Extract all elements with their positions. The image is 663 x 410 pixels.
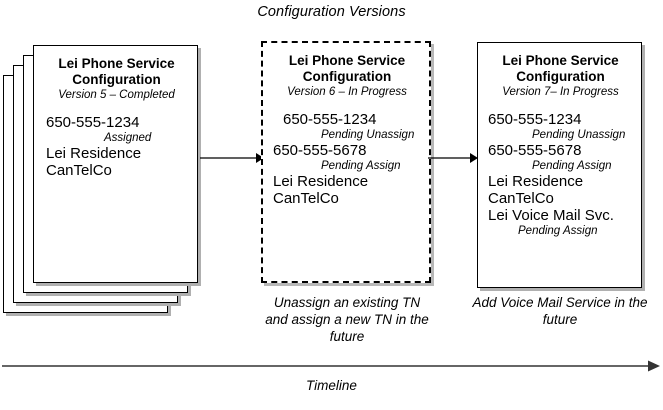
- line-item: Pending Assign: [321, 160, 401, 172]
- card-body: 650-555-1234 Pending Unassign 650-555-56…: [273, 111, 421, 207]
- line-item: Lei Residence: [273, 173, 369, 190]
- card-title-line1: Lei Phone Service: [288, 53, 406, 68]
- card-title-line2: Configuration: [302, 69, 392, 84]
- line-item: Pending Unassign: [532, 129, 626, 141]
- config-card-version-7[interactable]: Lei Phone Service Configuration Version …: [477, 42, 642, 288]
- card-content: Lei Phone Service Configuration Version …: [263, 43, 429, 207]
- line-item: 650-555-5678: [273, 142, 367, 159]
- caption-version-6: Unassign an existing TN and assign a new…: [265, 295, 429, 344]
- diagram-title: Configuration Versions: [257, 4, 406, 20]
- line-item: Assigned: [104, 132, 152, 144]
- line-item: 650-555-5678: [488, 142, 582, 159]
- line-item: CanTelCo: [46, 162, 112, 179]
- card-version-label: Version 7– In Progress: [502, 86, 619, 98]
- card-version-label: Version 6 – In Progress: [287, 86, 407, 98]
- card-title-line2: Configuration: [516, 69, 605, 84]
- timeline-label: Timeline: [306, 378, 357, 393]
- arrow-version6-to-version7: [428, 153, 478, 163]
- line-item: 650-555-1234: [488, 111, 582, 128]
- card-content: Lei Phone Service Configuration Version …: [34, 46, 197, 179]
- config-card-version-5[interactable]: Lei Phone Service Configuration Version …: [33, 45, 198, 283]
- line-item: Lei Voice Mail Svc.: [488, 207, 614, 224]
- line-item: Lei Residence: [488, 173, 584, 190]
- card-title-line2: Configuration: [72, 72, 161, 87]
- line-item: 650-555-1234: [283, 111, 377, 128]
- card-title-line1: Lei Phone Service: [502, 53, 619, 68]
- line-item: Pending Assign: [518, 225, 598, 237]
- card-body: 650-555-1234 Pending Unassign 650-555-56…: [488, 111, 633, 238]
- line-item: Lei Residence: [46, 145, 142, 162]
- line-item: CanTelCo: [488, 190, 554, 207]
- caption-version-7: Add Voice Mail Service in the future: [472, 295, 648, 327]
- card-body: 650-555-1234 Assigned Lei Residence CanT…: [44, 114, 189, 179]
- config-card-version-6[interactable]: Lei Phone Service Configuration Version …: [261, 41, 431, 283]
- arrow-version5-to-version6: [200, 153, 264, 163]
- line-item: 650-555-1234: [46, 114, 140, 131]
- card-title-line1: Lei Phone Service: [58, 56, 175, 71]
- line-item: CanTelCo: [273, 190, 339, 207]
- line-item: Pending Unassign: [321, 129, 415, 141]
- line-item: Pending Assign: [532, 160, 612, 172]
- card-version-label: Version 5 – Completed: [58, 89, 175, 101]
- card-content: Lei Phone Service Configuration Version …: [478, 43, 641, 238]
- timeline-arrow: [2, 360, 660, 372]
